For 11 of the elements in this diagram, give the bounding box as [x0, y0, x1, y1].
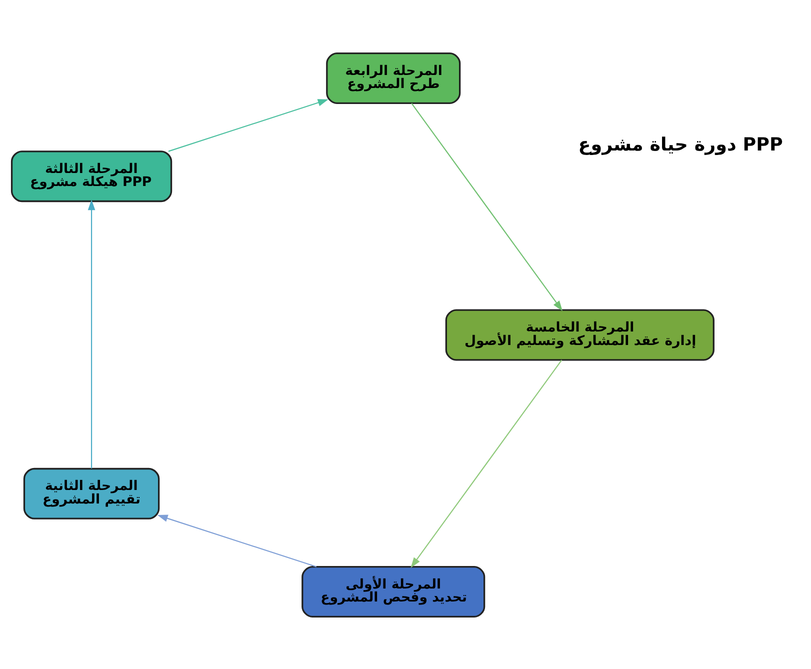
arrow — [410, 359, 562, 568]
arrow — [411, 102, 563, 311]
arrow — [88, 199, 96, 468]
label: دورة حياة مشروع PPP — [578, 134, 783, 155]
arrow — [157, 514, 317, 567]
node-box: المرحلة الخامسة إدارة عقد المشاركة وتسليم الأصول — [445, 308, 714, 360]
node-box: المرحلة الثالثة هيكلة مشروع PPP — [10, 150, 172, 202]
node-box: المرحلة الأولى تحديد وفحص المشروع — [302, 566, 486, 617]
node-box: المرحلة الثانية تقييم المشروع — [23, 467, 160, 519]
arrow — [168, 98, 328, 152]
node-box: المرحلة الرابعة طرح المشروع — [326, 52, 461, 104]
